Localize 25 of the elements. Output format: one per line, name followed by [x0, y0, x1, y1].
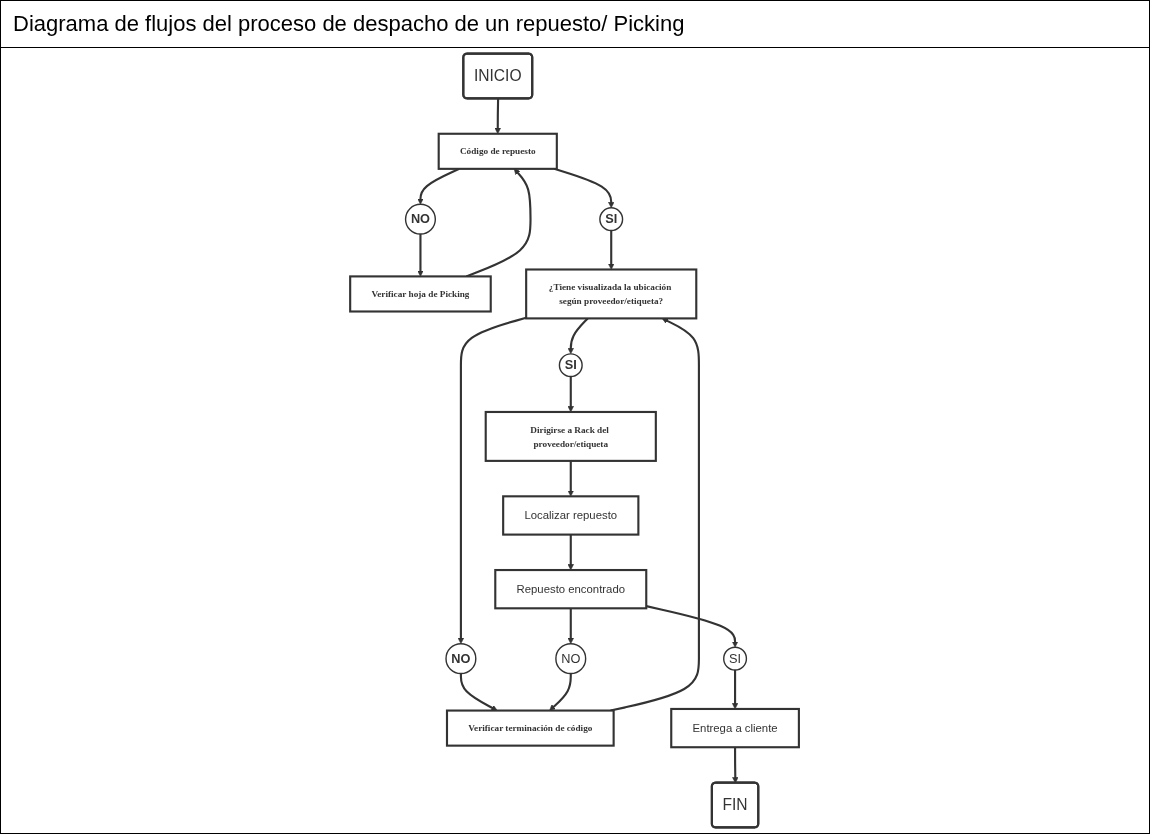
arrow: [646, 605, 739, 648]
node-box: Verificar terminación de código: [446, 709, 616, 747]
node-box: Verificar hoja de Picking: [349, 275, 493, 313]
arrow: [460, 673, 499, 711]
node-box: Entrega a cliente: [670, 707, 801, 749]
node-box: Código de repuesto: [438, 132, 559, 170]
node-circle: SI: [559, 353, 584, 378]
title: Diagrama de flujos del proceso de despacho de un repuesto/ Picking: [1, 1, 1149, 48]
arrow: [568, 460, 575, 497]
arrow: [608, 230, 615, 270]
arrow: [549, 673, 573, 711]
node-circle: SI: [599, 207, 624, 232]
node-box: Repuesto encontrado: [494, 568, 648, 610]
node-box: Localizar repuesto: [502, 495, 640, 536]
node-circle: NO: [445, 643, 477, 675]
arrow: [554, 167, 615, 209]
arrow: [568, 608, 575, 645]
arrow: [417, 234, 425, 277]
arrow: [458, 316, 527, 645]
node-box: Dirigirse a Rack del proveedor/etiqueta: [485, 410, 658, 462]
node-circle: SI: [723, 646, 748, 671]
arrow: [568, 534, 575, 571]
node-circle: NO: [405, 203, 437, 235]
node-box: ¿Tiene visualizada la ubicación según proveedor/etiqueta?: [525, 268, 698, 320]
node-circle: NO: [555, 643, 587, 675]
